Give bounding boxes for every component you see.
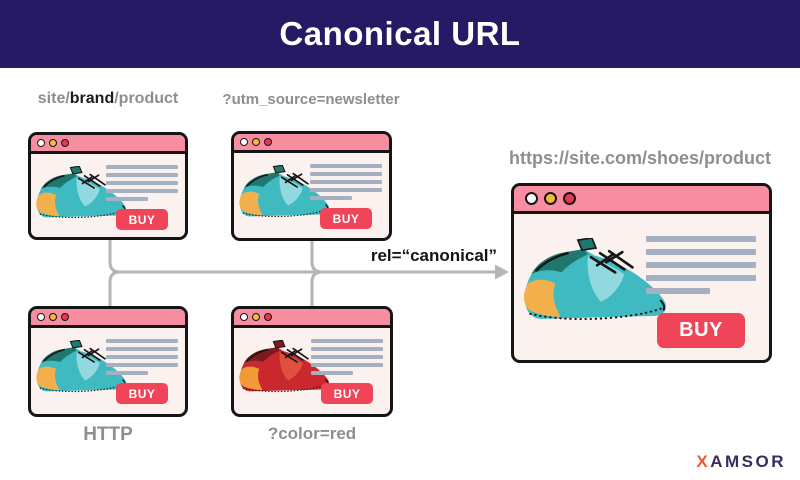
- yellow-dot-icon: [252, 313, 260, 321]
- url-segment-bold: brand: [69, 90, 115, 107]
- url-label-utm-source: ?utm_source=newsletter: [222, 91, 400, 108]
- window-content: BUY: [234, 328, 390, 414]
- red-dot-icon: [61, 139, 69, 147]
- text-line: [310, 172, 382, 176]
- browser-window-utm-source: BUY: [231, 131, 392, 241]
- white-dot-icon: [525, 192, 538, 205]
- text-line: [646, 236, 756, 242]
- page-title: Canonical URL: [279, 15, 521, 52]
- text-line: [311, 371, 353, 375]
- window-titlebar: [31, 309, 185, 328]
- product-text-column: BUY: [646, 236, 756, 348]
- text-line: [106, 355, 178, 359]
- url-segment: site/: [37, 90, 70, 107]
- text-line: [310, 164, 382, 168]
- logo-rest-letters: AMSOR: [710, 452, 786, 471]
- url-label-site-brand-product: site/brand/product: [0, 90, 216, 108]
- arrowhead-icon: [495, 264, 509, 280]
- red-dot-icon: [264, 313, 272, 321]
- url-label-color-red: ?color=red: [267, 424, 357, 443]
- connector-bottom-left: [108, 270, 122, 308]
- buy-button: BUY: [116, 383, 168, 404]
- text-line: [311, 339, 383, 343]
- text-line: [646, 249, 756, 255]
- text-line: [106, 165, 178, 169]
- yellow-dot-icon: [49, 139, 57, 147]
- white-dot-icon: [37, 139, 45, 147]
- text-line: [311, 363, 383, 367]
- text-line: [311, 347, 383, 351]
- text-line: [311, 355, 383, 359]
- red-dot-icon: [61, 313, 69, 321]
- red-dot-icon: [264, 138, 272, 146]
- window-content: BUY: [514, 214, 769, 360]
- text-line: [106, 363, 178, 367]
- browser-window-canonical: BUY: [511, 183, 772, 363]
- buy-button: BUY: [657, 313, 745, 348]
- window-content: BUY: [234, 153, 389, 238]
- product-text-column: BUY: [106, 339, 178, 404]
- browser-window-http: BUY: [28, 306, 188, 417]
- window-content: BUY: [31, 328, 185, 414]
- text-line: [646, 288, 710, 294]
- text-line: [310, 180, 382, 184]
- buy-button: BUY: [320, 208, 372, 229]
- text-line: [106, 197, 148, 201]
- connector-bottom-center: [310, 270, 324, 308]
- browser-window-color-red: BUY: [231, 306, 393, 417]
- window-titlebar: [234, 134, 389, 153]
- connector-top-left: [108, 239, 122, 274]
- window-content: BUY: [31, 154, 185, 237]
- text-line: [106, 347, 178, 351]
- yellow-dot-icon: [49, 313, 57, 321]
- text-line: [106, 181, 178, 185]
- product-text-column: BUY: [106, 165, 178, 230]
- window-titlebar: [234, 309, 390, 328]
- rel-canonical-label: rel=“canonical”: [370, 246, 497, 265]
- text-line: [106, 339, 178, 343]
- text-line: [106, 189, 178, 193]
- white-dot-icon: [240, 313, 248, 321]
- text-line: [310, 196, 352, 200]
- product-text-column: BUY: [310, 164, 382, 229]
- url-segment: /product: [114, 90, 179, 107]
- header-banner: Canonical URL: [0, 0, 800, 68]
- text-line: [106, 371, 148, 375]
- browser-window-site-brand-product: BUY: [28, 132, 188, 240]
- text-line: [310, 188, 382, 192]
- url-label-http: HTTP: [83, 424, 133, 445]
- yellow-dot-icon: [252, 138, 260, 146]
- window-titlebar: [514, 186, 769, 214]
- text-line: [106, 173, 178, 177]
- white-dot-icon: [37, 313, 45, 321]
- text-line: [646, 275, 756, 281]
- white-dot-icon: [240, 138, 248, 146]
- text-line: [646, 262, 756, 268]
- yellow-dot-icon: [544, 192, 557, 205]
- url-label-canonical: https://site.com/shoes/product: [508, 148, 772, 168]
- window-titlebar: [31, 135, 185, 154]
- buy-button: BUY: [116, 209, 168, 230]
- product-text-column: BUY: [311, 339, 383, 404]
- logo-x-letter: X: [696, 452, 711, 471]
- buy-button: BUY: [321, 383, 373, 404]
- xamsor-logo: XAMSOR: [696, 452, 786, 472]
- red-dot-icon: [563, 192, 576, 205]
